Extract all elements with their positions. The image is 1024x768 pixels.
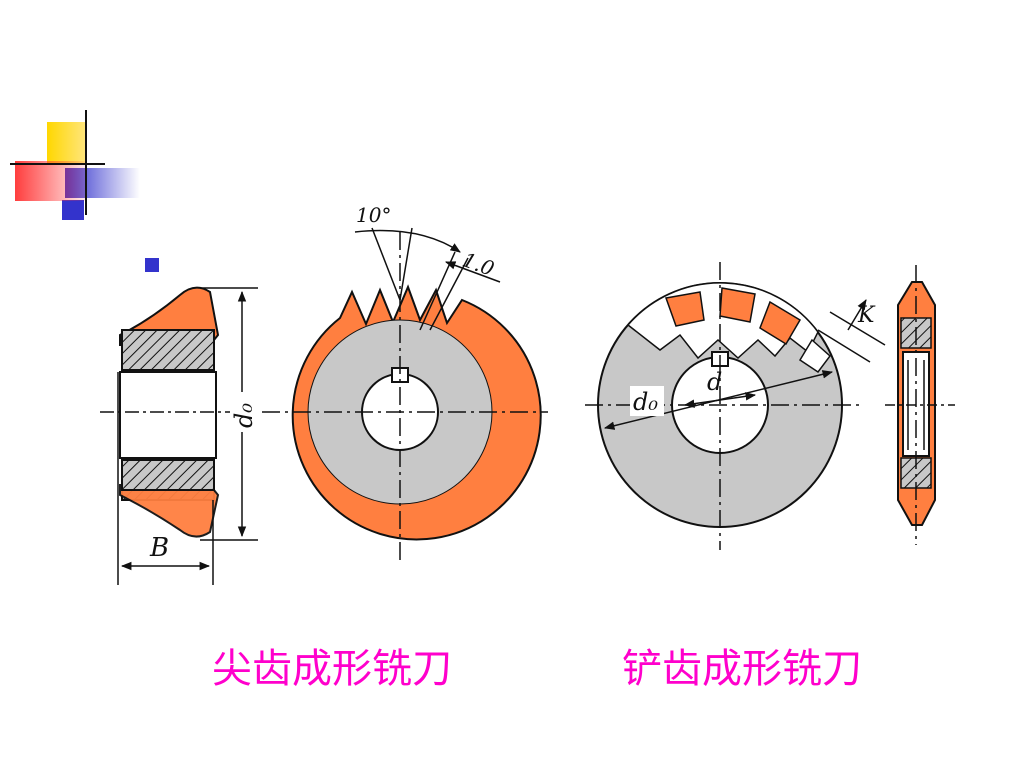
left-section-hatch-bottom-overlay: [121, 459, 215, 491]
right-section-view: [885, 265, 955, 545]
relief-dimension: [817, 299, 886, 363]
angle-label: 10°: [356, 203, 391, 227]
relieved-teeth: [664, 287, 832, 374]
rake-angle-lines: [354, 227, 501, 331]
caption-relieved-tooth-cutter: 铲齿成形铣刀: [622, 646, 862, 692]
bullet-point: [145, 258, 159, 272]
left-section-orange-bottom: [119, 484, 220, 538]
corner-decoration: [10, 110, 140, 220]
outer-dia-label-left: d₀: [230, 403, 258, 428]
left-section-bore: [119, 371, 217, 459]
outer-dia-label-right: d₀: [633, 388, 658, 416]
deco-blue-square: [62, 200, 84, 220]
deco-red-bar: [15, 161, 85, 201]
deco-yellow-square: [47, 122, 87, 164]
left-section-hatch-top: [121, 329, 215, 371]
relief-label: K: [857, 303, 876, 328]
width-label: B: [149, 533, 169, 563]
right-dia-label-bg: [630, 386, 664, 416]
inner-dia-dimension-line: [683, 392, 757, 408]
inner-dia-label: d: [707, 368, 722, 396]
left-front-view: 10° 1.0: [262, 203, 548, 565]
left-section-view: B d₀: [100, 286, 258, 585]
caption-pointed-tooth-cutter: 尖齿成形铣刀: [212, 646, 452, 692]
land-label: 1.0: [459, 247, 497, 281]
right-front-view: d₀ d K: [585, 262, 886, 550]
dia-label-bg: [230, 392, 256, 432]
